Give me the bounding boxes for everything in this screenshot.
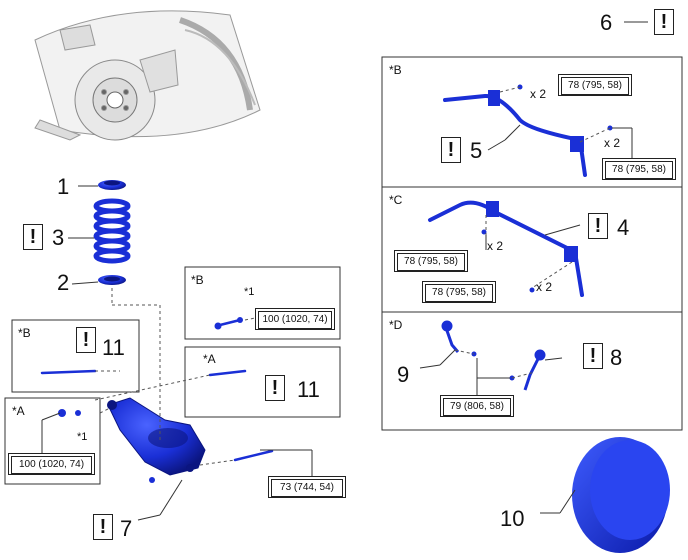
torque-bolt-value: 73 (744, 54) bbox=[271, 479, 343, 497]
warning-icon-4: ! bbox=[588, 213, 608, 239]
torque-b1: 78 (795, 58) bbox=[558, 74, 632, 96]
leader-lines bbox=[41, 21, 648, 521]
panel-b-left bbox=[11, 319, 140, 393]
callout-11-left: 11 bbox=[102, 335, 125, 360]
torque-left-a: 100 (1020, 74) bbox=[8, 453, 95, 475]
callout-8: 8 bbox=[610, 345, 623, 370]
torque-bolt: 73 (744, 54) bbox=[268, 476, 346, 498]
torque-c2-value: 78 (795, 58) bbox=[425, 284, 493, 302]
upper-spring-seat bbox=[98, 180, 126, 190]
star1-label-b: *1 bbox=[244, 286, 255, 298]
warning-icon-11-left: ! bbox=[76, 327, 96, 353]
torque-d: 79 (806, 58) bbox=[440, 395, 514, 417]
stabilizer-bar-c bbox=[428, 200, 584, 297]
multiplier-c1: x 2 bbox=[487, 239, 504, 253]
torque-left-a-value: 100 (1020, 74) bbox=[11, 456, 92, 474]
callout-11-mid: 11 bbox=[297, 377, 320, 402]
callout-10: 10 bbox=[500, 506, 525, 531]
warning-icon-6: ! bbox=[654, 9, 674, 35]
torque-small-b: 100 (1020, 74) bbox=[255, 308, 335, 330]
bolts bbox=[40, 318, 274, 462]
multiplier-b1: x 2 bbox=[530, 87, 547, 101]
star1-label-a: *1 bbox=[77, 431, 88, 443]
torque-c2: 78 (795, 58) bbox=[422, 281, 496, 303]
callout-5: 5 bbox=[470, 138, 483, 163]
torque-c1-value: 78 (795, 58) bbox=[397, 253, 465, 271]
callout-2: 2 bbox=[57, 270, 70, 295]
callout-7: 7 bbox=[120, 516, 133, 541]
panel-label-c: *C bbox=[389, 193, 403, 207]
callout-9: 9 bbox=[397, 362, 410, 387]
panel-label-a-left: *A bbox=[12, 404, 25, 418]
warning-icon-5: ! bbox=[441, 137, 461, 163]
panel-label-d: *D bbox=[389, 318, 403, 332]
callout-1: 1 bbox=[57, 174, 70, 199]
callout-4: 4 bbox=[617, 215, 630, 240]
torque-small-b-value: 100 (1020, 74) bbox=[258, 311, 332, 329]
torque-b1-value: 78 (795, 58) bbox=[561, 77, 629, 95]
multiplier-b2: x 2 bbox=[604, 136, 621, 150]
torque-b2: 78 (795, 58) bbox=[602, 158, 676, 180]
panel-a-mid bbox=[184, 346, 341, 418]
panel-label-a-mid: *A bbox=[203, 352, 216, 366]
spare-tire bbox=[572, 437, 670, 553]
panel-a-left bbox=[4, 397, 101, 485]
torque-d-value: 79 (806, 58) bbox=[443, 398, 511, 416]
panel-label-b-top: *B bbox=[389, 63, 402, 77]
torque-c1: 78 (795, 58) bbox=[394, 250, 468, 272]
multiplier-c2: x 2 bbox=[536, 280, 553, 294]
stabilizer-bar-b bbox=[443, 90, 587, 177]
panel-b-small bbox=[184, 266, 341, 340]
panel-label-b-left: *B bbox=[18, 326, 31, 340]
lower-spring-seat bbox=[98, 275, 126, 285]
callout-6: 6 bbox=[600, 10, 613, 35]
panel-label-b-small: *B bbox=[191, 273, 204, 287]
torque-b2-value: 78 (795, 58) bbox=[605, 161, 673, 179]
warning-icon-7: ! bbox=[93, 514, 113, 540]
warning-icon-8: ! bbox=[583, 343, 603, 369]
lower-suspension-arm bbox=[107, 397, 206, 476]
warning-icon-3: ! bbox=[23, 224, 43, 250]
dashed-guides bbox=[94, 86, 611, 466]
warning-icon-11-mid: ! bbox=[265, 375, 285, 401]
callout-3: 3 bbox=[52, 225, 65, 250]
panel-frames bbox=[4, 56, 683, 485]
stabilizer-links-d bbox=[441, 320, 546, 391]
panel-d bbox=[381, 311, 683, 431]
vehicle-hub-illustration bbox=[34, 10, 261, 141]
coil-spring bbox=[93, 198, 131, 264]
